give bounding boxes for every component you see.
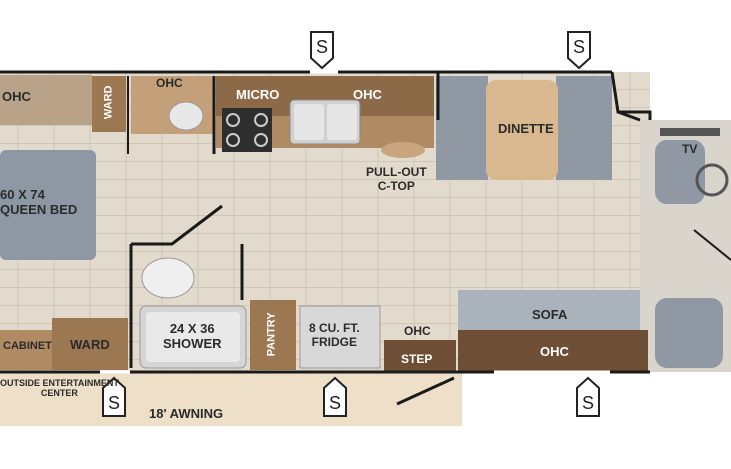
shower-type: SHOWER xyxy=(163,335,222,351)
ohc-step-label: OHC xyxy=(404,324,431,338)
fridge-size: 8 CU. FT. xyxy=(309,321,360,335)
dinette-seat-right xyxy=(556,76,612,180)
ohc-sofa-label: OHC xyxy=(540,344,569,359)
svg-text:S: S xyxy=(316,37,328,57)
bath-sink xyxy=(168,101,204,131)
sofa-label: SOFA xyxy=(532,307,568,322)
slide-marker-4: S xyxy=(322,376,348,423)
fridge-label: 8 CU. FT. FRIDGE xyxy=(309,321,360,350)
slide-top-wall xyxy=(310,66,600,74)
pullout-label: PULL-OUT C-TOP xyxy=(366,165,427,194)
bed-label: 60 X 74 QUEEN BED xyxy=(0,187,78,218)
pullout-ctop xyxy=(381,142,425,158)
fridge xyxy=(299,305,381,369)
dinette-table xyxy=(486,80,558,180)
pantry-label: PANTRY xyxy=(265,312,278,357)
step-ohc xyxy=(384,340,456,372)
pantry xyxy=(250,300,296,370)
pullout-line1: PULL-OUT xyxy=(366,165,427,179)
cabinet-label: CABINET xyxy=(3,340,52,352)
queen-bed xyxy=(0,150,96,260)
bed-size: 60 X 74 xyxy=(0,187,45,202)
cabinet xyxy=(0,330,52,370)
bed-ohc xyxy=(0,75,92,125)
dinette-label: DINETTE xyxy=(498,121,554,136)
tv xyxy=(660,128,720,136)
passenger-seat xyxy=(655,298,723,368)
steering-wheel xyxy=(695,163,729,197)
ward-top xyxy=(92,76,126,132)
ohc-bath-label: OHC xyxy=(156,76,183,90)
pullout-line2: C-TOP xyxy=(377,178,415,193)
slide-marker-1: S xyxy=(309,30,335,75)
step-label: STEP xyxy=(401,352,433,366)
micro-label: MICRO xyxy=(236,87,280,102)
dinette-seat-left xyxy=(436,76,488,180)
driver-seat xyxy=(655,140,705,204)
shower-size: 24 X 36 xyxy=(169,321,215,336)
sofa-ohc xyxy=(458,330,648,372)
awning-label: 18' AWNING xyxy=(149,406,224,421)
ohc-kitchen-label: OHC xyxy=(353,87,382,102)
outside-ent-line2: CENTER xyxy=(40,388,78,399)
shower-label: 24 X 36 SHOWER xyxy=(163,321,222,352)
slide-marker-5: S xyxy=(575,376,601,423)
svg-text:S: S xyxy=(329,393,341,413)
awning xyxy=(0,373,462,426)
ward-bottom xyxy=(52,318,128,370)
svg-text:S: S xyxy=(108,393,120,413)
slide-marker-2: S xyxy=(566,30,592,75)
svg-text:S: S xyxy=(573,37,585,57)
svg-text:S: S xyxy=(582,393,594,413)
outside-ent-label: OUTSIDE ENTERTAINMENT CENTER xyxy=(0,378,119,399)
outside-ent-line1: OUTSIDE ENTERTAINMENT xyxy=(0,378,119,388)
ward-bottom-label: WARD xyxy=(70,337,110,352)
bed-ohc-label: OHC xyxy=(2,89,31,104)
ward-top-label: WARD xyxy=(102,85,115,120)
slide-marker-3: S xyxy=(101,376,127,423)
toilet xyxy=(141,257,195,299)
bed-type: QUEEN BED xyxy=(0,201,78,217)
fridge-type: FRIDGE xyxy=(311,334,357,349)
tv-label: TV xyxy=(682,142,698,156)
